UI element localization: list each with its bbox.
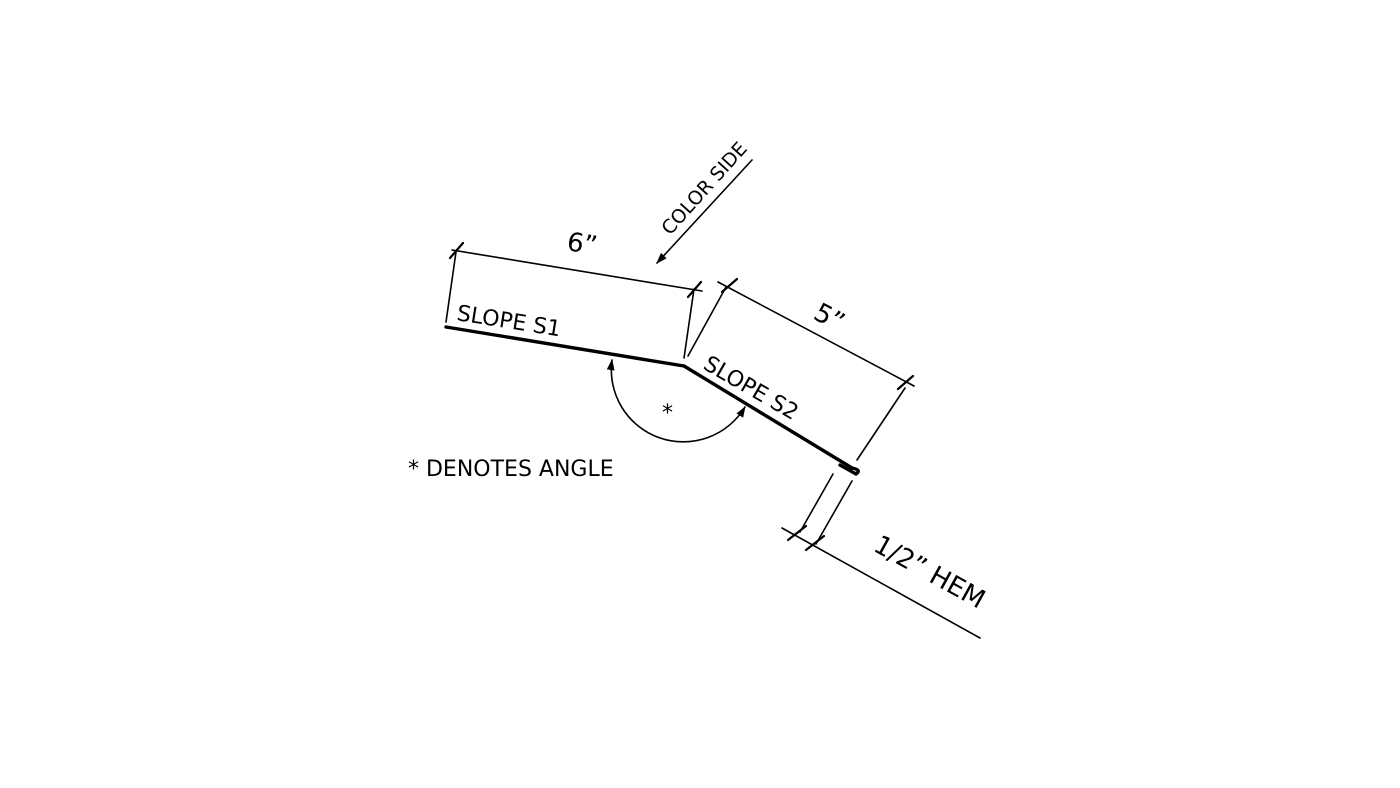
slope-s1-line <box>444 325 686 368</box>
angle-mark: * <box>662 401 673 426</box>
dim-s1-extension-left <box>445 251 457 323</box>
hem-leader <box>781 527 981 639</box>
slope-s2-label: SLOPE S2 <box>699 352 802 426</box>
hem-label: 1/2” HEM <box>869 530 990 615</box>
dim-s2-tick-left <box>720 277 739 294</box>
dim-s1-extension-right <box>683 288 695 359</box>
color-side-label: COLOR SIDE <box>657 138 751 239</box>
color-side-arrow <box>656 159 753 264</box>
dim-s1-tick-right <box>686 280 703 299</box>
hem-extension-1 <box>799 473 834 533</box>
dim-s1-label: 6” <box>565 227 599 261</box>
dim-s2-extension-left <box>687 286 727 357</box>
dim-s2-line <box>717 281 915 387</box>
hem-extension-2 <box>815 480 853 545</box>
dim-s2-extension-right <box>856 387 906 461</box>
hem-fold <box>838 463 860 476</box>
dim-s2-label: 5” <box>809 298 850 339</box>
angle-arc <box>606 358 746 443</box>
hem-tick-2 <box>804 534 826 552</box>
dim-s1-tick-left <box>448 241 465 260</box>
dim-s1-line <box>451 249 703 292</box>
slope-s2-line <box>682 364 854 470</box>
angle-legend: * DENOTES ANGLE <box>408 457 614 482</box>
hem-tick-1 <box>786 524 808 542</box>
dim-s2-tick-right <box>896 374 915 391</box>
